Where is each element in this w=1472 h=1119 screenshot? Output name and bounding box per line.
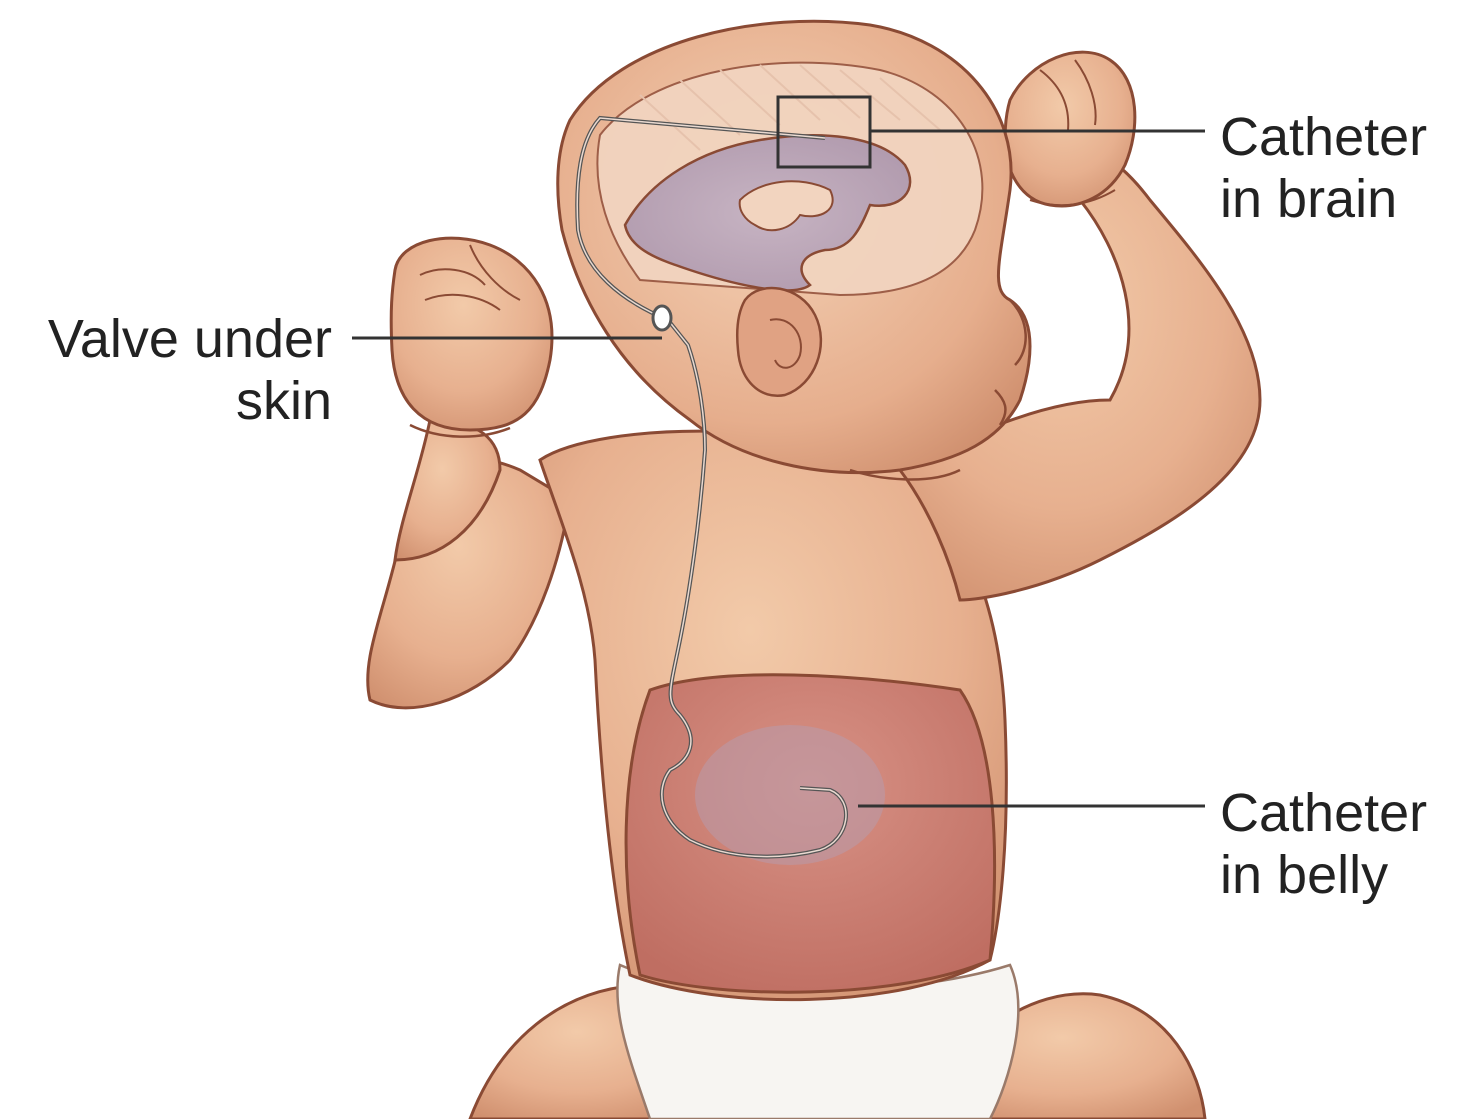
label-catheter-in-belly-line2: in belly bbox=[1220, 844, 1427, 906]
label-valve-under-skin-line1: Valve under bbox=[48, 308, 332, 370]
peritoneal-cavity bbox=[695, 725, 885, 865]
valve-marker bbox=[653, 306, 671, 330]
label-catheter-in-brain-line2: in brain bbox=[1220, 168, 1427, 230]
left-fist bbox=[391, 238, 552, 430]
label-catheter-in-brain-line1: Catheter bbox=[1220, 106, 1427, 168]
label-valve-under-skin: Valve under skin bbox=[48, 308, 332, 432]
label-valve-under-skin-line2: skin bbox=[48, 370, 332, 432]
label-catheter-in-belly: Catheter in belly bbox=[1220, 782, 1427, 906]
label-catheter-in-belly-line1: Catheter bbox=[1220, 782, 1427, 844]
ear bbox=[737, 288, 821, 396]
label-catheter-in-brain: Catheter in brain bbox=[1220, 106, 1427, 230]
